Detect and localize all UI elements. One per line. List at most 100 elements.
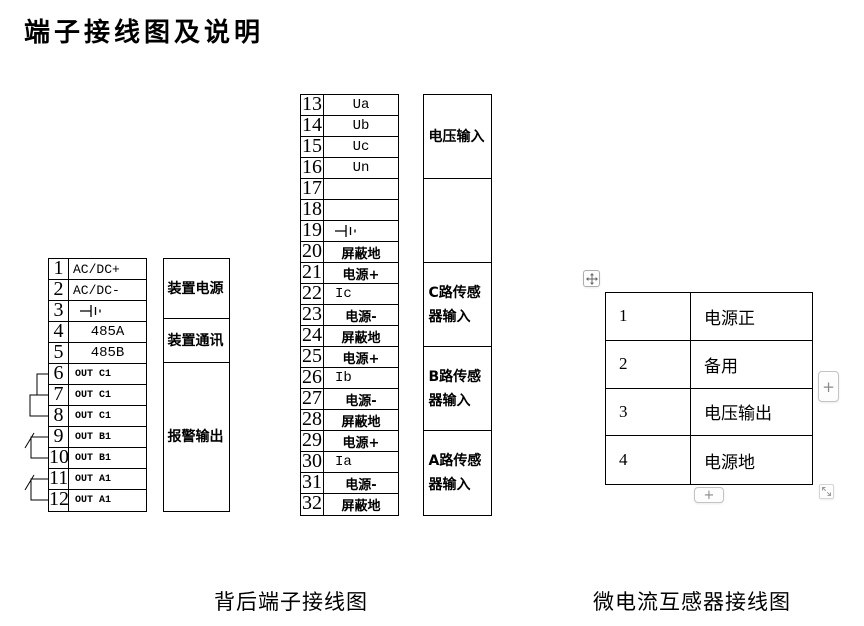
table-row: 4 电源地 (606, 436, 812, 484)
terminal-label: 电源+ (342, 267, 380, 283)
terminal-number: 13 (302, 93, 324, 115)
table-cell-number[interactable]: 4 (606, 436, 691, 484)
terminal-row: 21 电源+ (301, 261, 398, 284)
terminal-label: Ia (335, 454, 352, 470)
terminal-row: 29 电源+ (301, 429, 398, 452)
terminal-row: 18 (301, 198, 398, 221)
terminal-row: 4 485A (49, 321, 146, 343)
terminal-number: 26 (302, 366, 324, 388)
table-row: 1 电源正 (606, 293, 812, 341)
terminal-number: 10 (49, 446, 69, 468)
ground-icon (80, 305, 101, 317)
table-cell-number[interactable]: 3 (606, 388, 691, 436)
table-cell-label[interactable]: 备用 (704, 356, 738, 376)
terminal-number: 28 (302, 408, 324, 430)
terminal-number: 5 (49, 342, 69, 363)
table-resize-handle-icon[interactable] (819, 484, 834, 499)
terminal-number: 31 (302, 471, 324, 493)
terminal-row: 17 (301, 177, 398, 200)
terminal-number: 16 (302, 156, 324, 178)
terminal-row: 5 485B (49, 342, 146, 364)
terminal-row: 31 电源- (301, 471, 398, 494)
group-label: A路传感器输入 (428, 453, 482, 493)
terminal-label: Ib (335, 370, 352, 386)
table-cell-label[interactable]: 电源地 (704, 452, 755, 472)
terminal-number: 11 (49, 467, 69, 489)
terminal-label: Ic (335, 286, 352, 302)
terminal-label: 电源- (345, 477, 377, 493)
table-row: 2 备用 (606, 340, 812, 389)
table-cell-number[interactable]: 1 (606, 293, 691, 340)
group-label: C路传感器输入 (424, 263, 491, 347)
group-label: B路传感器输入 (424, 347, 491, 431)
terminal-label: OUT B1 (75, 431, 112, 443)
table-cell-label[interactable]: 电源正 (704, 308, 755, 328)
terminal-label: 屏蔽地 (341, 330, 381, 346)
terminal-number: 14 (302, 114, 324, 136)
terminal-ground-symbol (324, 221, 398, 241)
terminal-number: 32 (302, 492, 324, 515)
terminal-label: OUT C1 (75, 368, 112, 380)
terminal-number: 29 (302, 429, 324, 451)
terminal-row: 19 (301, 220, 398, 242)
add-column-button[interactable]: + (818, 371, 839, 402)
terminal-number: 8 (49, 405, 69, 426)
group-label: 报警输出 (167, 429, 224, 445)
group-label: 装置通讯 (164, 319, 229, 363)
group-empty-section (424, 179, 491, 263)
terminal-number: 27 (302, 387, 324, 409)
terminal-label: 电源+ (342, 435, 380, 451)
terminal-label: Uc (352, 139, 370, 155)
caption-rear-terminal-diagram: 背后端子接线图 (214, 590, 368, 614)
terminal-label: 485A (90, 324, 125, 340)
terminal-number: 25 (302, 345, 324, 367)
ground-icon (335, 225, 356, 237)
terminal-label: 屏蔽地 (341, 499, 381, 514)
group-box-power: 装置电源装置通讯报警输出 (163, 258, 230, 512)
terminal-label: OUT A1 (75, 495, 112, 506)
group-label: 装置电源 (164, 259, 229, 319)
terminal-number: 4 (49, 321, 69, 342)
terminal-row: 9 OUT B1 (49, 426, 146, 448)
terminal-label (324, 200, 398, 220)
table-move-handle-icon[interactable] (583, 270, 600, 287)
terminal-label: OUT B1 (75, 452, 112, 464)
terminal-label: Un (352, 160, 370, 176)
terminal-row: 26 Ib (301, 366, 398, 389)
add-row-button[interactable]: + (694, 487, 724, 503)
terminal-number: 15 (302, 135, 324, 157)
terminal-number: 30 (302, 450, 324, 472)
terminal-number: 18 (302, 198, 324, 220)
terminal-number: 1 (49, 258, 69, 279)
terminal-number: 23 (302, 303, 324, 325)
terminal-row: 16 Un (301, 156, 398, 179)
terminal-number: 6 (49, 363, 69, 384)
terminal-number: 9 (49, 426, 69, 447)
terminal-row: 10 OUT B1 (49, 446, 146, 469)
table-cell-number[interactable]: 2 (606, 340, 691, 388)
terminal-number: 17 (302, 177, 324, 199)
terminal-ground-symbol (69, 301, 146, 321)
terminal-row: 22 Ic (301, 282, 398, 305)
table-cell-label[interactable]: 电压输出 (704, 404, 772, 424)
terminal-number: 7 (49, 384, 69, 405)
terminal-label: 485B (90, 345, 125, 361)
caption-sensor-wiring-diagram: 微电流互感器接线图 (593, 590, 791, 614)
terminal-number: 2 (49, 279, 69, 300)
terminal-label: AC/DC- (73, 282, 120, 298)
terminal-number: 21 (302, 261, 324, 283)
terminal-row: 6 OUT C1 (49, 363, 146, 385)
terminal-number: 22 (302, 282, 324, 304)
terminal-number: 20 (302, 240, 324, 262)
terminal-label: 电源+ (342, 351, 380, 367)
